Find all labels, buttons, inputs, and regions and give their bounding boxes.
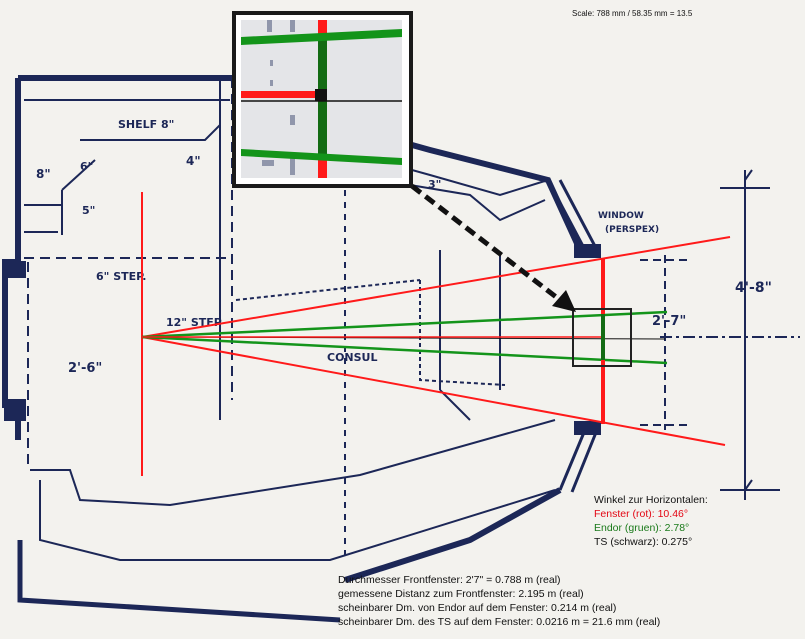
- measurement-endor-diameter: scheinbarer Dm. von Endor auf dem Fenste…: [338, 602, 617, 614]
- angle-ts: TS (schwarz): 0.275°: [594, 536, 693, 548]
- window-upper-ray: [141, 236, 731, 338]
- label-dim-4-8: 4'-8": [735, 280, 772, 296]
- measurements-block: Durchmesser Frontfenster: 2'7" = 0.788 m…: [338, 573, 660, 629]
- measurement-distance: gemessene Distanz zum Frontfenster: 2.19…: [338, 588, 584, 600]
- measurement-ts-diameter: scheinbarer Dm. des TS auf dem Fenster: …: [338, 616, 661, 628]
- measurement-window-diameter: Durchmesser Frontfenster: 2'7" = 0.788 m…: [338, 574, 561, 586]
- label-consul: CONSUL: [327, 351, 378, 364]
- endor-lower-ray: [141, 335, 668, 365]
- zoom-region-box: [572, 308, 632, 367]
- label-width-2-6: 2'-6": [68, 361, 102, 376]
- label-step-6: 6" STEP.: [96, 270, 146, 283]
- label-dim-3: 3": [428, 178, 441, 191]
- label-dim-5: 5": [82, 204, 95, 217]
- angle-endor: Endor (gruen): 2.78°: [594, 522, 690, 534]
- dashed-arrow: [410, 184, 576, 312]
- blueprint-labels: SHELF 8" 6" STEP. 12" STEP 2'-6" CONSUL …: [36, 118, 772, 376]
- label-step-12: 12" STEP: [166, 316, 222, 329]
- endor-upper-ray: [141, 310, 668, 339]
- window-lower-ray: [141, 336, 726, 446]
- label-dim-6: 6": [80, 160, 93, 173]
- angle-window: Fenster (rot): 10.46°: [594, 508, 689, 520]
- label-window: WINDOW: [598, 211, 644, 221]
- blueprint-floorplan: [2, 75, 800, 623]
- label-dim-4: 4": [186, 154, 201, 168]
- angle-heading: Winkel zur Horizontalen:: [594, 494, 708, 506]
- sight-lines: [141, 192, 731, 476]
- scale-note: Scale: 788 mm / 58.35 mm = 13.5: [572, 9, 693, 18]
- label-dim-8: 8": [36, 167, 51, 181]
- angle-legend: Winkel zur Horizontalen: Fenster (rot): …: [594, 493, 708, 549]
- magnified-inset: [232, 11, 413, 188]
- label-dim-2-7: 2'-7": [652, 314, 686, 329]
- label-shelf: SHELF 8": [118, 118, 174, 131]
- label-perspex: (PERSPEX): [605, 225, 659, 235]
- arrowhead-icon: [552, 290, 576, 312]
